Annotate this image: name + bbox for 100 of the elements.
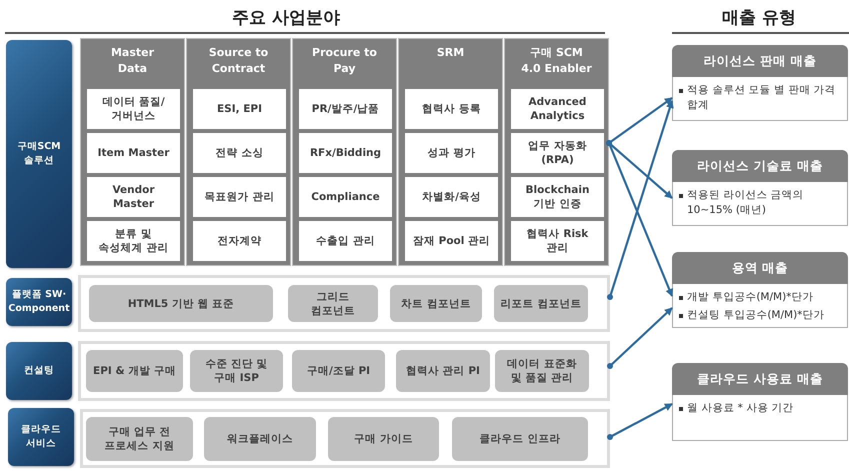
component-box	[396, 350, 490, 392]
component-box	[204, 417, 316, 461]
function-box	[299, 133, 392, 173]
box-text: 구매SCM 솔루션	[16, 140, 62, 168]
column-heading: SRM	[436, 45, 466, 61]
box-text: EPI & 개발 구매	[92, 364, 177, 378]
component-box	[328, 417, 439, 461]
box-text: Item Master	[96, 146, 170, 160]
box-text: 그리드 컴포넌트	[310, 290, 356, 318]
component-box	[288, 285, 378, 322]
component-box	[89, 285, 273, 322]
box-text: HTML5 기반 웹 표준	[126, 296, 236, 310]
function-box	[299, 177, 392, 217]
component-box	[494, 285, 588, 322]
component-box	[495, 350, 589, 392]
category-label-box	[6, 278, 72, 326]
box-text: 구매 가이드	[353, 432, 414, 446]
section-heading: 매출 유형	[722, 7, 796, 29]
box-text: PR/발주/납품	[310, 102, 380, 116]
module-column	[292, 38, 397, 266]
function-box	[193, 221, 286, 261]
function-box	[193, 89, 286, 129]
category-label-box	[8, 408, 74, 466]
category-label-box	[6, 40, 72, 268]
box-text: 협력사 관리 PI	[405, 364, 481, 378]
bullet-text: 월 사용료 * 사용 기간	[687, 401, 794, 416]
box-text: 전략 소싱	[214, 146, 264, 160]
column-heading: Procure to Pay	[311, 45, 378, 77]
component-box	[390, 285, 482, 322]
function-box	[87, 133, 180, 173]
box-text: ESI, EPI	[216, 102, 264, 116]
box-text: 협력사 등록	[421, 102, 482, 116]
function-box	[87, 221, 180, 261]
box-text: 협력사 Risk 관리	[526, 227, 590, 255]
component-box	[190, 350, 283, 392]
function-box	[405, 177, 498, 217]
box-text: RFx/Bidding	[308, 146, 382, 160]
box-text: 컨설팅	[24, 364, 54, 378]
box-text: 목표원가 관리	[204, 190, 276, 204]
module-column	[504, 38, 609, 266]
revenue-card	[672, 252, 848, 328]
box-text: 차별화/육성	[421, 190, 482, 204]
box-text: 클라우드 인프라	[478, 432, 562, 446]
connector-arrow	[607, 100, 674, 300]
function-box	[405, 221, 498, 261]
box-text: 구매/조달 PI	[306, 364, 372, 378]
function-box	[511, 133, 604, 173]
service-row-panel	[78, 341, 610, 401]
box-text: Blockchain 기반 인증	[524, 183, 590, 211]
function-box	[511, 177, 604, 217]
card-header: 용역 매출	[672, 252, 848, 284]
function-box	[87, 177, 180, 217]
function-box	[87, 89, 180, 129]
box-text: 잠재 Pool 관리	[412, 234, 492, 248]
component-box	[86, 350, 183, 392]
box-text: Vendor Master	[111, 183, 156, 211]
box-text: 구매 업무 전 프로세스 지원	[104, 425, 176, 453]
service-row-panel	[80, 409, 610, 468]
box-text: 데이터 품질/ 거버넌스	[101, 95, 166, 123]
component-box	[86, 417, 193, 461]
revenue-card	[672, 363, 848, 441]
module-column	[186, 38, 291, 266]
box-text: 수준 진단 및 구매 ISP	[204, 357, 269, 385]
component-box	[292, 350, 385, 392]
connector-arrow	[607, 403, 673, 440]
bullet-text: 컨설팅 투입공수(M/M)*단가	[687, 308, 824, 323]
box-text: 성과 평가	[426, 146, 476, 160]
connector-arrow	[607, 307, 673, 369]
module-column	[398, 38, 503, 266]
box-text: 수출입 관리	[315, 234, 376, 248]
box-text: 리포트 컴포넌트	[500, 296, 582, 310]
function-box	[193, 133, 286, 173]
bullet-text: 적용된 라이선스 금액의 10~15% (매년)	[687, 188, 805, 218]
card-header: 라이선스 판매 매출	[672, 45, 848, 77]
module-column	[80, 38, 185, 266]
box-text: 플랫폼 SW· Component	[7, 288, 71, 316]
category-label-box	[6, 342, 72, 400]
bullet-text: 적용 솔루션 모듈 별 판매 가격 합계	[687, 83, 837, 113]
box-text: Advanced Analytics	[528, 95, 588, 123]
function-box	[511, 89, 604, 129]
function-box	[511, 221, 604, 261]
card-header: 클라우드 사용료 매출	[672, 363, 848, 395]
box-text: 업무 자동화 (RPA)	[527, 139, 588, 167]
box-text: Compliance	[310, 190, 381, 204]
box-text: 클라우드 서비스	[20, 423, 62, 451]
connector-arrow	[606, 140, 674, 297]
box-text: 분류 및 속성체계 관리	[98, 227, 170, 255]
function-box	[299, 89, 392, 129]
box-text: 차트 컴포넌트	[400, 296, 472, 310]
function-box	[193, 177, 286, 217]
function-box	[299, 221, 392, 261]
column-heading: Master Data	[110, 45, 156, 77]
component-box	[452, 417, 588, 461]
box-text: 전자계약	[216, 234, 262, 248]
bullet-text: 개발 투입공수(M/M)*단가	[687, 290, 814, 305]
section-heading: 주요 사업분야	[232, 7, 340, 29]
card-header: 라이선스 기술료 매출	[672, 150, 848, 182]
function-box	[405, 89, 498, 129]
service-row-panel	[78, 275, 610, 332]
function-box	[405, 133, 498, 173]
